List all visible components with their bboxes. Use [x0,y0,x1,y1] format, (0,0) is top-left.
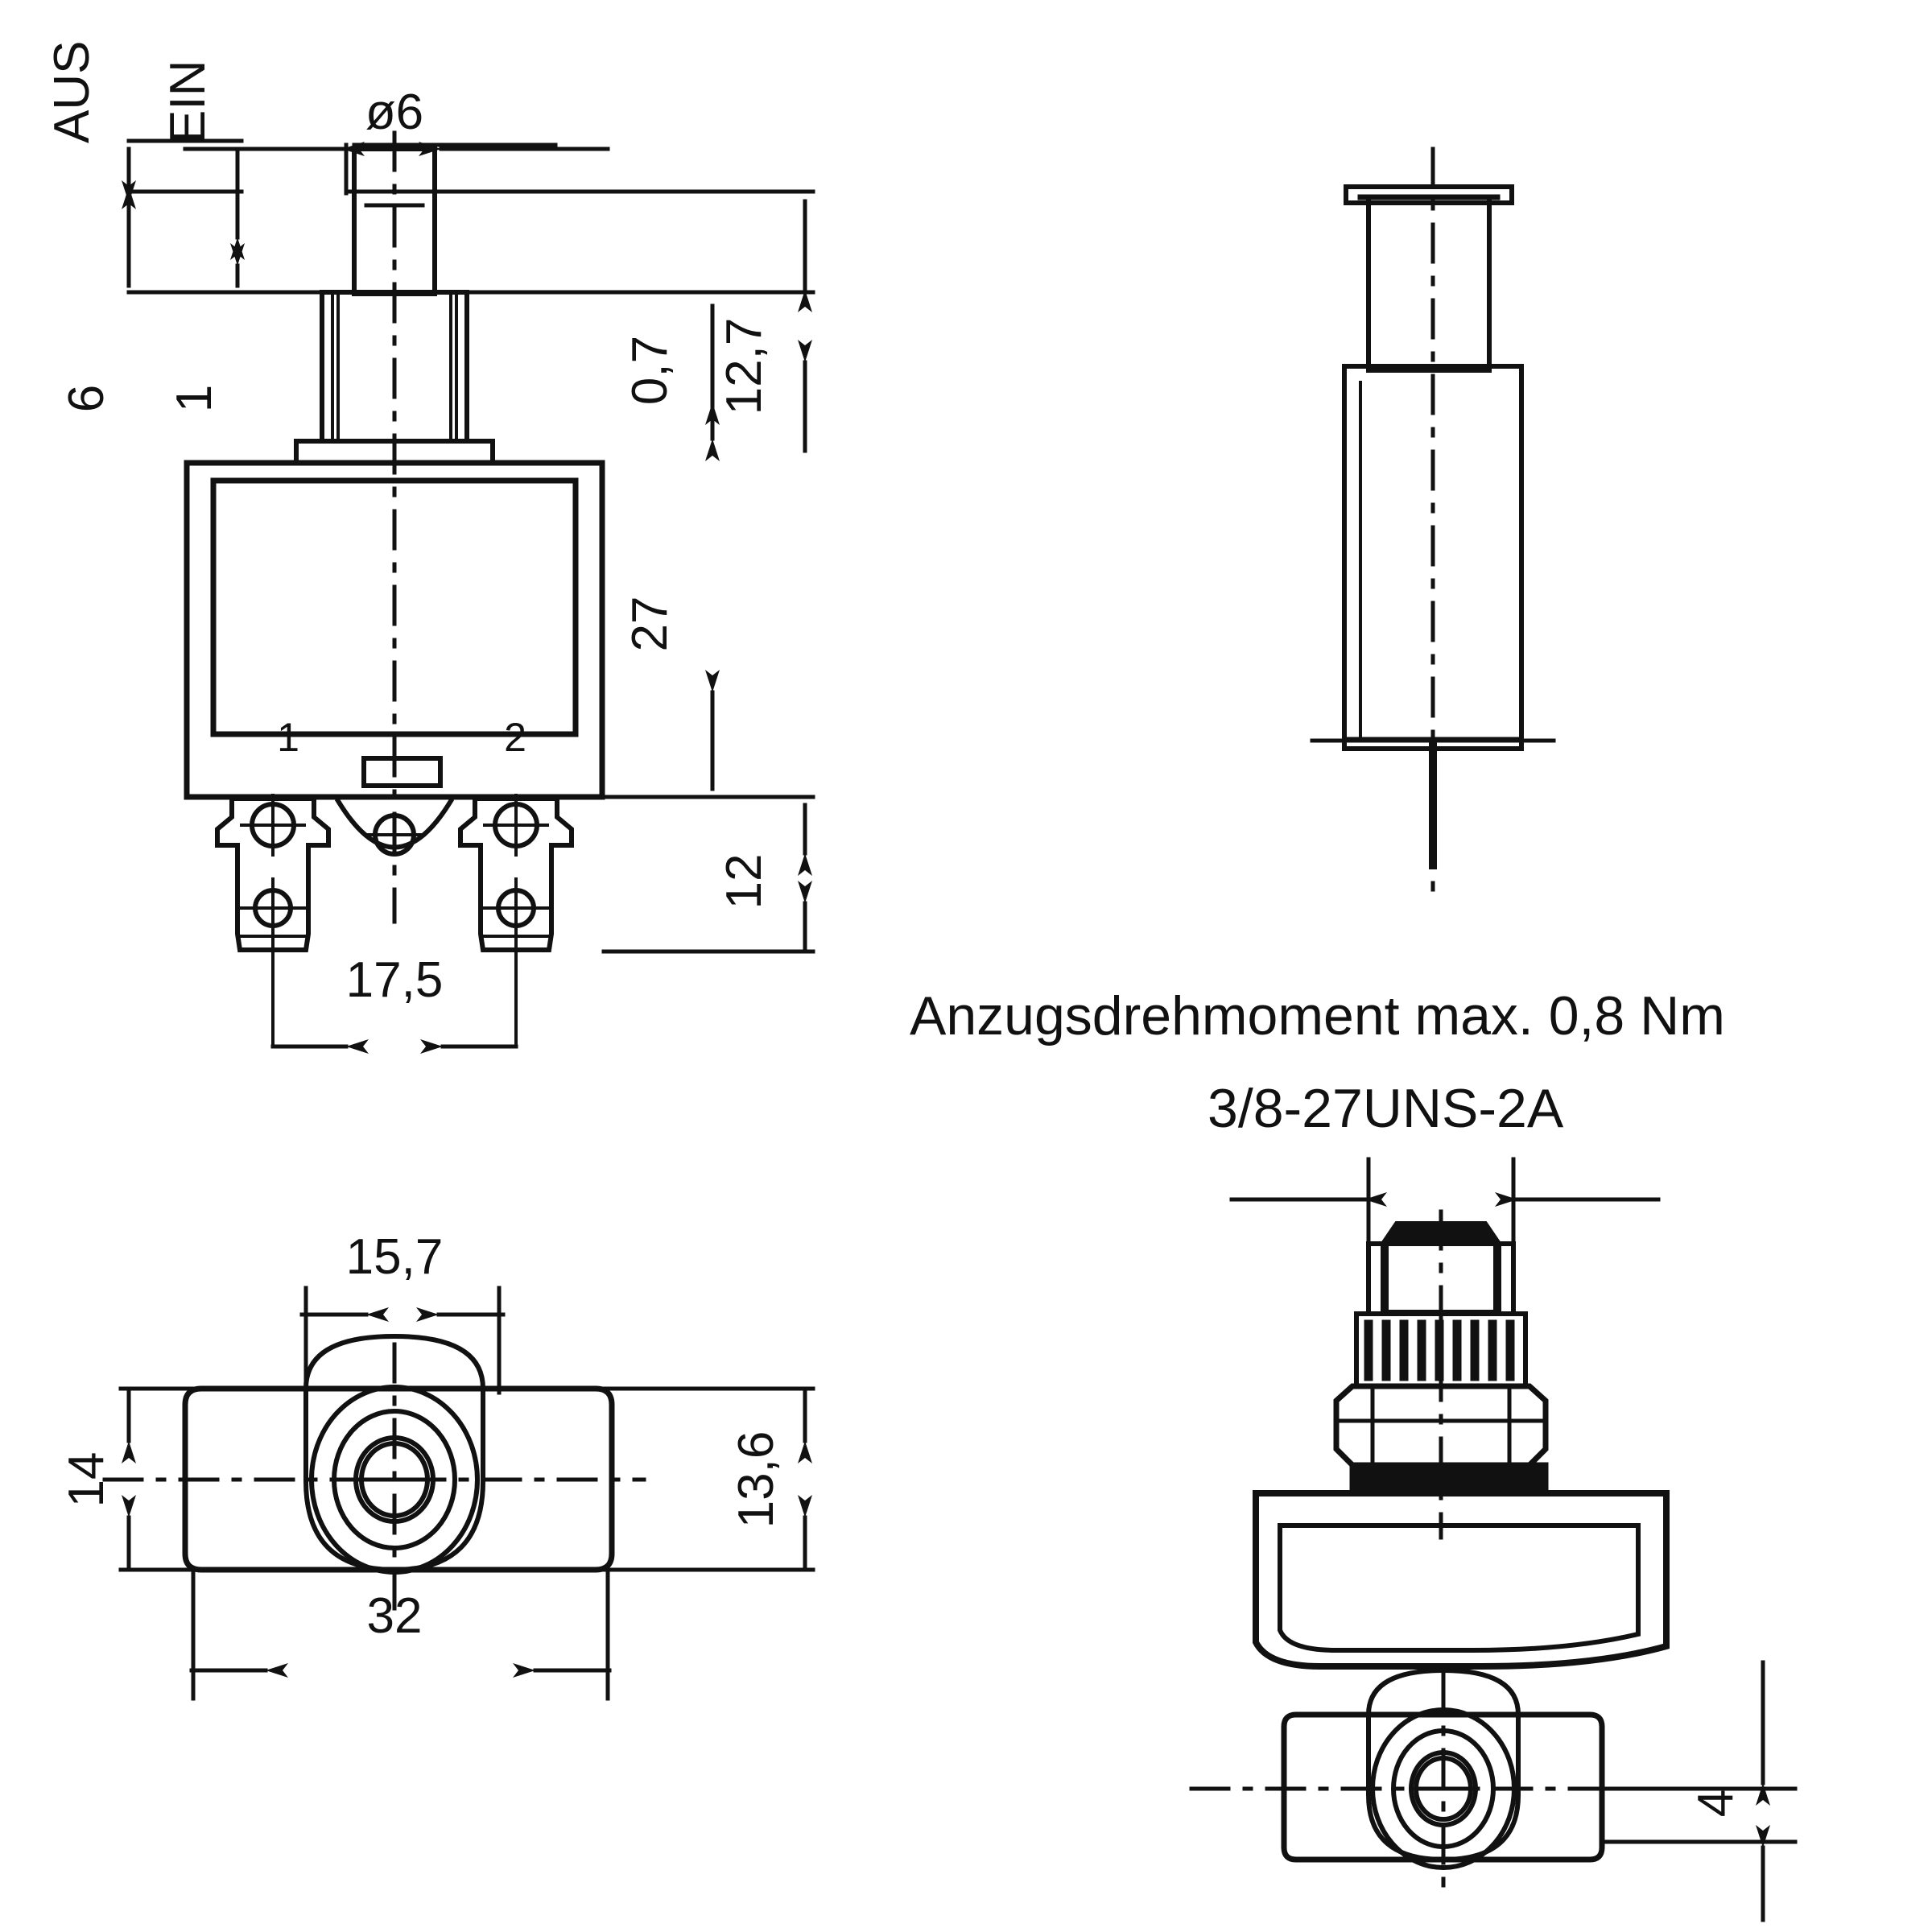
dim-label-offset: 4 [1688,1790,1744,1817]
note-torque: Anzugsdrehmoment max. 0,8 Nm [910,985,1725,1046]
dim-body-height [601,303,815,799]
detail-plan-body [1281,1711,1605,1863]
threaded-bushing-view [1189,1157,1798,1922]
bottom-view [102,1286,815,1701]
note-thread: 3/8-27UNS-2A [1208,1078,1564,1139]
terminal-label-2: 2 [504,715,526,760]
dim-label-body-width: 32 [367,1588,423,1644]
dim-label-terminal-pitch: 17,5 [346,952,444,1008]
side-plunger [1366,195,1492,373]
dim-label-travel-on: 1 [167,385,222,412]
dim-label-diameter: ø6 [365,85,423,140]
terminal-2 [458,794,574,1048]
label-aus: AUS [44,41,100,143]
dim-label-body-height: 27 [622,597,678,652]
dim-label-panel-shoulder: 12,7 [716,318,772,415]
body-inner [210,477,579,737]
dim-terminal-height [601,803,815,954]
dim-label-body-depth: 14 [59,1452,114,1508]
toggle-body [1253,1490,1670,1670]
side-view [1310,147,1556,892]
knurled-ring [1354,1311,1528,1389]
nut-base [1349,1462,1549,1492]
hex-nut [1333,1383,1549,1468]
text-layer: AUS EIN ø6 6 1 0,7 12,7 27 12 17,5 1 2 A… [44,41,1744,1818]
terminal-1 [215,794,331,1048]
dim-label-travel-off: 6 [59,385,114,412]
dim-label-boss-width: 15,7 [346,1229,444,1285]
dim-label-terminal-height: 12 [716,854,772,910]
dim-label-boss-depth: 13,6 [729,1431,784,1529]
terminal-label-1: 1 [277,715,299,760]
dim-label-flange-thickness: 0,7 [622,336,678,405]
side-plunger-cap [1344,184,1514,205]
label-ein: EIN [160,60,216,143]
front-view [122,130,815,1054]
